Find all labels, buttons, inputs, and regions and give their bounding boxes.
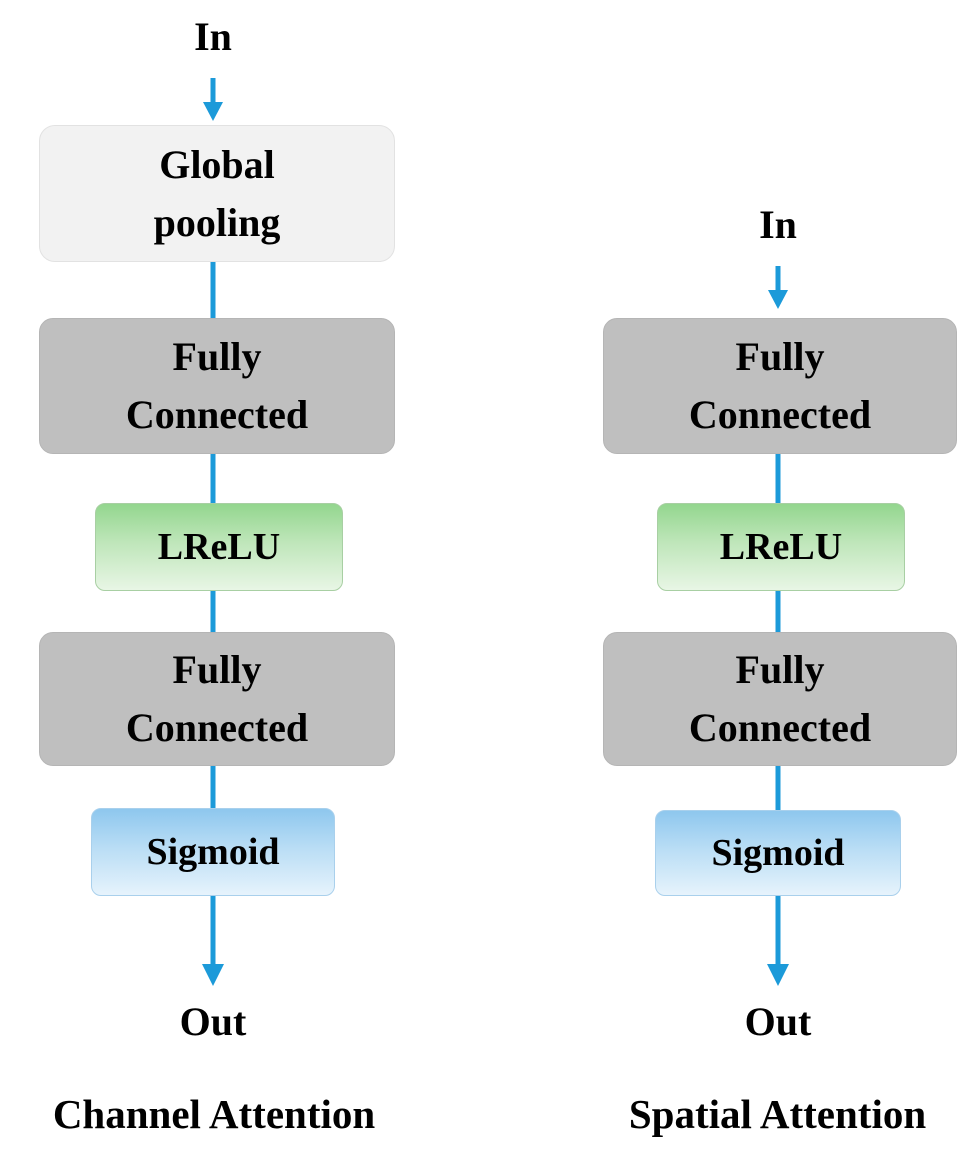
- channel-lrelu-block: LReLU: [95, 503, 343, 591]
- channel-fc2-line2: Connected: [125, 705, 309, 750]
- spatial-out-arrowhead-icon: [767, 964, 789, 986]
- channel-fc2-line1: Fully: [172, 647, 262, 692]
- spatial-fc1-line2: Connected: [688, 392, 872, 437]
- channel-fc1-line1: Fully: [172, 334, 262, 379]
- spatial-fc2-line1: Fully: [735, 647, 825, 692]
- spatial-output-label: Out: [744, 999, 812, 1044]
- channel-in-arrowhead-icon: [203, 102, 223, 121]
- spatial-attention-caption: Spatial Attention: [628, 1091, 927, 1137]
- channel-lrelu-label: LReLU: [157, 526, 281, 568]
- channel-global-pooling-line2: pooling: [153, 199, 281, 245]
- channel-fc1-line2: Connected: [125, 392, 309, 437]
- channel-sigmoid-label: Sigmoid: [146, 831, 280, 873]
- spatial-fc2-line2: Connected: [688, 705, 872, 750]
- spatial-lrelu-block: LReLU: [657, 503, 905, 591]
- channel-attention-caption: Channel Attention: [52, 1091, 376, 1137]
- channel-input-label: In: [194, 14, 232, 59]
- channel-output-label: Out: [179, 999, 247, 1044]
- spatial-input-label: In: [759, 202, 797, 247]
- spatial-lrelu-label: LReLU: [719, 526, 843, 568]
- spatial-in-arrowhead-icon: [768, 290, 788, 309]
- spatial-sigmoid-block: Sigmoid: [655, 810, 901, 896]
- channel-global-pooling-block: Global pooling: [39, 125, 395, 262]
- spatial-sigmoid-label: Sigmoid: [711, 832, 845, 874]
- channel-global-pooling-line1: Global: [159, 141, 275, 187]
- channel-fully-connected-block-2: Fully Connected: [39, 632, 395, 766]
- spatial-fully-connected-block-2: Fully Connected: [603, 632, 957, 766]
- spatial-fc1-line1: Fully: [735, 334, 825, 379]
- channel-fully-connected-block-1: Fully Connected: [39, 318, 395, 454]
- channel-sigmoid-block: Sigmoid: [91, 808, 335, 896]
- channel-out-arrowhead-icon: [202, 964, 224, 986]
- spatial-fully-connected-block-1: Fully Connected: [603, 318, 957, 454]
